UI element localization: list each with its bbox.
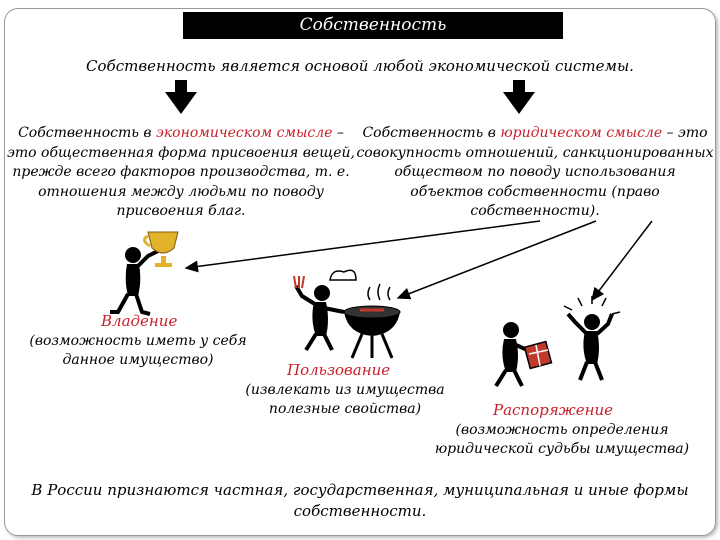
legal-definition: Собственность в юридическом смысле – это… <box>356 124 714 222</box>
figure-with-grill-icon <box>293 269 401 359</box>
legal-rest: – это совокупность отношений, санкционир… <box>356 125 714 219</box>
right-disposal-label: Распоряжение <box>493 401 614 419</box>
economic-prefix: Собственность в <box>18 125 156 141</box>
right-disposal-description: (возможность определения юридической суд… <box>434 422 690 457</box>
economic-highlight: экономическом смысле <box>155 125 333 141</box>
page-title: Собственность <box>183 12 563 39</box>
legal-highlight: юридическом смысле <box>500 125 663 141</box>
main-statement: Собственность является основой любой эко… <box>86 57 634 75</box>
slide-frame <box>4 8 716 536</box>
economic-rest: – это общественная форма присвоения веще… <box>7 125 355 219</box>
footer-statement: В России признаются частная, государстве… <box>31 481 689 520</box>
arrow-down-icon <box>503 80 535 114</box>
right-possession-label: Владение <box>101 312 178 330</box>
figure-with-gift-icon <box>494 296 621 388</box>
right-possession-description: (возможность иметь у себя данное имущест… <box>29 333 247 368</box>
arrow-to-use <box>396 220 597 300</box>
right-use-label: Пользование <box>287 361 391 379</box>
arrow-down-icon <box>165 80 197 114</box>
arrow-to-possession <box>184 220 541 273</box>
right-use-description: (извлекать из имущества полезные свойств… <box>245 382 445 417</box>
arrow-to-disposal <box>591 220 653 302</box>
legal-prefix: Собственность в <box>362 125 501 141</box>
economic-definition: Собственность в экономическом смысле – э… <box>6 124 356 222</box>
figure-with-cup-icon <box>110 231 179 316</box>
